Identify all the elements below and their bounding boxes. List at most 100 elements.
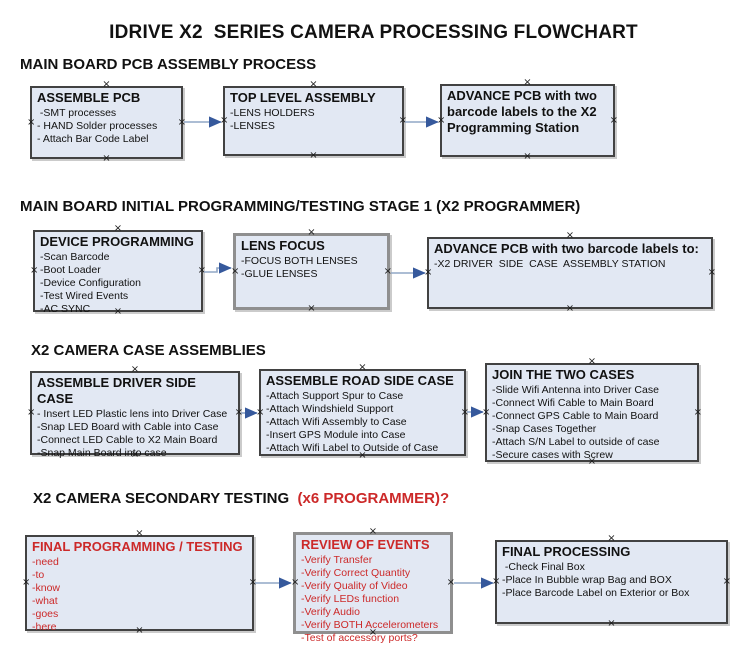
- box-item: -Slide Wifi Antenna into Driver Case: [492, 384, 659, 396]
- box-item: -Snap Main Board into case: [37, 447, 167, 459]
- section-heading-secondary-testing: X2 CAMERA SECONDARY TESTING (x6 PROGRAMM…: [33, 490, 449, 507]
- flow-box-advance-pcb-case-station[interactable]: ADVANCE PCB with two barcode labels to: …: [424, 231, 716, 314]
- connection-anchor-left-icon: ×: [437, 114, 446, 126]
- box-item: - Attach Bar Code Label: [37, 133, 149, 145]
- flow-box-final-programming-testing[interactable]: FINAL PROGRAMMING / TESTING -need-to-kno…: [22, 529, 257, 636]
- flow-box-lens-focus[interactable]: LENS FOCUS -FOCUS BOTH LENSES-GLUE LENSE…: [231, 228, 392, 314]
- page-title: IDRIVE X2 SERIES CAMERA PROCESSING FLOWC…: [109, 22, 638, 43]
- box-item: -Attach Support Spur to Case: [266, 390, 404, 402]
- connection-anchor-top-icon: ×: [358, 362, 367, 373]
- flow-box-join-two-cases[interactable]: JOIN THE TWO CASES -Slide Wifi Antenna i…: [482, 357, 702, 467]
- box-item: -Scan Barcode: [40, 251, 110, 263]
- section-heading-pcb-assembly: MAIN BOARD PCB ASSEMBLY PROCESS: [20, 56, 317, 73]
- connection-anchor-left-icon: ×: [482, 406, 491, 418]
- box-title: REVIEW OF EVENTS: [301, 537, 430, 552]
- box-title: ASSEMBLE ROAD SIDE CASE: [266, 373, 454, 388]
- box-title: ADVANCE PCB with two barcode labels to:: [434, 241, 699, 256]
- connection-anchor-right-icon: ×: [197, 265, 206, 276]
- box-item: -SMT processes: [37, 107, 117, 119]
- box-title: FINAL PROCESSING: [502, 544, 631, 559]
- connection-anchor-right-icon: ×: [234, 407, 243, 418]
- connection-anchor-left-icon: ×: [27, 116, 36, 128]
- connection-anchor-right-icon: ×: [460, 406, 469, 418]
- section-heading-secondary-testing-red: (x6 PROGRAMMER)?: [289, 490, 450, 507]
- connection-anchor-top-icon: ×: [113, 223, 123, 234]
- box-title: ASSEMBLE PCB: [37, 90, 141, 105]
- box-title: TOP LEVEL ASSEMBLY: [230, 90, 376, 105]
- box-item: -Connect LED Cable to X2 Main Board: [37, 434, 218, 446]
- box-item: -X2 DRIVER SIDE CASE ASSEMBLY STATION: [434, 258, 666, 270]
- box-item: -Test Wired Events: [40, 290, 129, 302]
- box-item: -Place Barcode Label on Exterior or Box: [502, 587, 690, 599]
- connection-anchor-top-icon: ×: [587, 356, 597, 367]
- flow-arrow-device-programming-to-lens-focus[interactable]: [204, 262, 232, 274]
- box-title: LENS FOCUS: [241, 238, 325, 253]
- box-item: -Check Final Box: [502, 561, 585, 573]
- box-items: -Verify Transfer-Verify Correct Quantity…: [301, 554, 446, 645]
- connection-anchor-bottom-icon: ×: [309, 150, 318, 161]
- flow-box-final-processing[interactable]: FINAL PROCESSING -Check Final Box-Place …: [492, 534, 731, 629]
- box-item: -what: [32, 595, 58, 607]
- box-items: - Insert LED Plastic lens into Driver Ca…: [37, 408, 234, 460]
- connection-anchor-top-icon: ×: [565, 230, 575, 241]
- flow-box-device-programming[interactable]: DEVICE PROGRAMMING -Scan Barcode-Boot Lo…: [30, 224, 206, 317]
- box-item: -Place In Bubble wrap Bag and BOX: [502, 574, 672, 586]
- flow-box-top-level-assembly[interactable]: TOP LEVEL ASSEMBLY -LENS HOLDERS-LENSES …: [220, 80, 407, 161]
- box-items: -Attach Support Spur to Case-Attach Wind…: [266, 390, 460, 455]
- box-item: -need: [32, 556, 59, 568]
- box-item: -goes: [32, 608, 59, 620]
- flow-box-assemble-road-side-case[interactable]: ASSEMBLE ROAD SIDE CASE -Attach Support …: [256, 363, 469, 461]
- box-item: -Verify LEDs function: [301, 593, 400, 605]
- connection-anchor-right-icon: ×: [446, 577, 455, 588]
- box-item: -know: [32, 582, 61, 594]
- box-item: -Snap Cases Together: [492, 423, 597, 435]
- connection-anchor-right-icon: ×: [177, 116, 186, 128]
- box-item: -FOCUS BOTH LENSES: [241, 255, 358, 267]
- box-item: -Test of accessory ports?: [301, 632, 418, 644]
- connection-anchor-top-icon: ×: [309, 79, 318, 90]
- connection-anchor-left-icon: ×: [22, 577, 31, 588]
- box-items: -need-to-know-what-goes-here: [32, 556, 248, 634]
- flow-box-assemble-pcb[interactable]: ASSEMBLE PCB -SMT processes- HAND Solder…: [27, 80, 186, 164]
- connection-anchor-left-icon: ×: [424, 267, 433, 278]
- connection-anchor-top-icon: ×: [102, 79, 111, 90]
- connection-anchor-bottom-icon: ×: [607, 618, 616, 629]
- connection-anchor-bottom-icon: ×: [307, 303, 316, 314]
- box-item: -Verify BOTH Accelerometers: [301, 619, 439, 631]
- box-item: -Attach Windshield Support: [266, 403, 394, 415]
- box-item: -Device Configuration: [40, 277, 141, 289]
- box-items: -FOCUS BOTH LENSES-GLUE LENSES: [241, 255, 383, 281]
- connection-anchor-bottom-icon: ×: [565, 303, 575, 314]
- connection-anchor-left-icon: ×: [291, 577, 300, 588]
- box-title: ADVANCE PCB with two barcode labels to t…: [447, 88, 597, 135]
- connection-anchor-right-icon: ×: [609, 114, 618, 126]
- connection-anchor-left-icon: ×: [27, 407, 36, 418]
- box-items: -X2 DRIVER SIDE CASE ASSEMBLY STATION: [434, 258, 707, 271]
- box-title: DEVICE PROGRAMMING: [40, 234, 194, 249]
- box-item: -Connect Wifi Cable to Main Board: [492, 397, 654, 409]
- box-item: -Insert GPS Module into Case: [266, 429, 406, 441]
- box-item: -LENSES: [230, 120, 275, 132]
- flow-box-advance-pcb-programming-station[interactable]: ADVANCE PCB with two barcode labels to t…: [437, 78, 618, 162]
- connection-anchor-right-icon: ×: [722, 576, 731, 587]
- connection-anchor-left-icon: ×: [256, 406, 265, 418]
- connection-anchor-bottom-icon: ×: [102, 153, 111, 164]
- section-heading-secondary-testing-black: X2 CAMERA SECONDARY TESTING: [33, 490, 290, 507]
- flow-box-assemble-driver-side-case[interactable]: ASSEMBLE DRIVER SIDE CASE - Insert LED P…: [27, 365, 243, 460]
- connection-anchor-right-icon: ×: [693, 406, 702, 418]
- box-item: -here: [32, 621, 57, 633]
- box-item: -Attach Wifi Assembly to Case: [266, 416, 407, 428]
- box-item: -Connect GPS Cable to Main Board: [492, 410, 659, 422]
- box-item: -Attach S/N Label to outside of case: [492, 436, 660, 448]
- flow-box-review-of-events[interactable]: REVIEW OF EVENTS -Verify Transfer-Verify…: [291, 527, 455, 645]
- connection-anchor-top-icon: ×: [307, 227, 316, 238]
- box-item: -Secure cases with Screw: [492, 449, 613, 461]
- box-title: JOIN THE TWO CASES: [492, 367, 635, 382]
- connection-anchor-right-icon: ×: [398, 115, 407, 126]
- box-item: -to: [32, 569, 45, 581]
- box-items: -Scan Barcode-Boot Loader-Device Configu…: [40, 251, 197, 316]
- connection-anchor-top-icon: ×: [368, 526, 378, 537]
- box-item: -AC SYNC: [40, 303, 91, 315]
- connection-anchor-left-icon: ×: [492, 576, 501, 587]
- box-item: -Verify Quality of Video: [301, 580, 408, 592]
